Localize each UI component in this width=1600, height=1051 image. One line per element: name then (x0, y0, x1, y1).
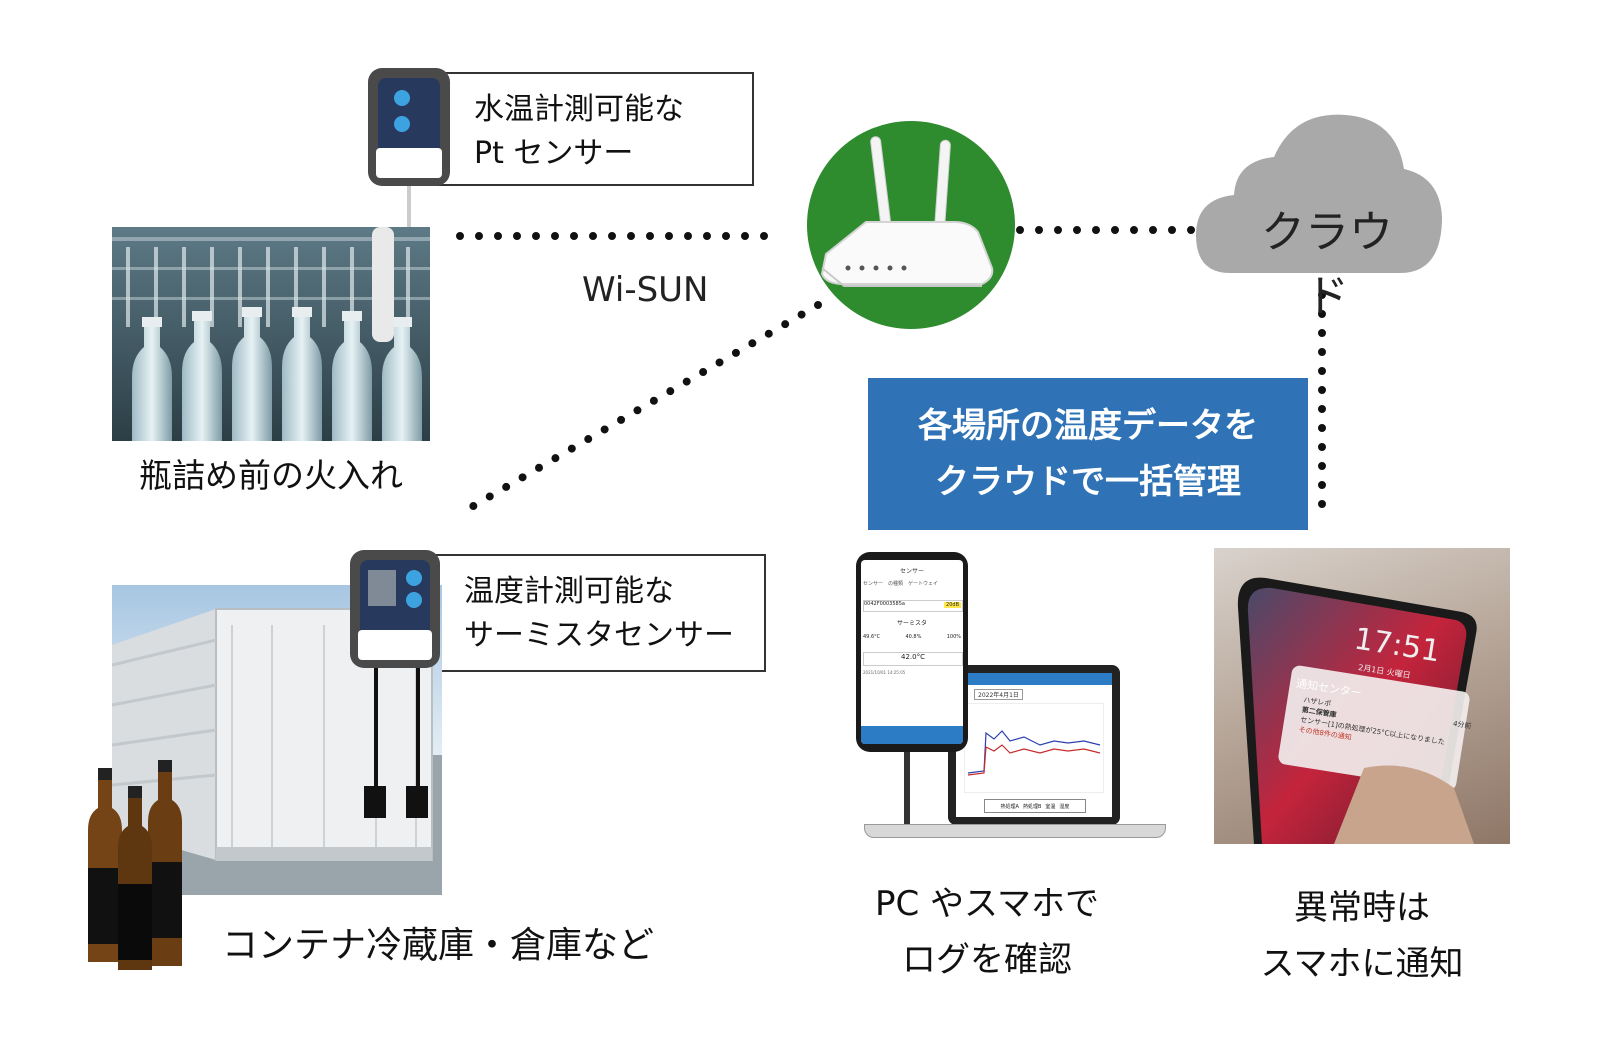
tab-sensor[interactable]: センサー (863, 581, 884, 587)
pc-caption-line1: PC やスマホで (874, 884, 1100, 924)
legend-item: 室温 (1045, 803, 1056, 810)
pt-sensor-callout: 水温計測可能な Pt センサー (432, 72, 754, 186)
thermistor-probe-1 (364, 786, 386, 818)
thermistor-wire-1 (374, 662, 378, 790)
timestamp: 2021/10/01 14:25:05 (863, 670, 906, 675)
laptop-graph (964, 703, 1104, 793)
thermistor-sensor-callout: 温度計測可能な サーミスタセンサー (420, 554, 766, 672)
banner-line1: 各場所の温度データを (918, 406, 1258, 446)
legend-item: 熱処理B (1022, 803, 1042, 810)
status-badge: 20dB (944, 602, 961, 608)
bottling-caption: 瓶詰め前の火入れ (139, 456, 403, 495)
pc-caption: PC やスマホで ログを確認 (842, 876, 1132, 988)
legend-item: 熱処理A (1000, 803, 1019, 810)
cloud-label: クラウド (1261, 207, 1393, 322)
pc-caption-line2: ログを確認 (902, 940, 1072, 980)
immersed-probe (372, 227, 394, 342)
router-icon (807, 121, 1015, 329)
tab-type[interactable]: の種類 (888, 581, 904, 587)
laptop-legend: 熱処理A 熱処理B 室温 湿度 (984, 799, 1086, 813)
pt-probe-wire (407, 186, 411, 256)
wisun-label: Wi-SUN (582, 270, 709, 310)
laptop-date: 2022年4月1日 (974, 689, 1023, 700)
alert-caption: 異常時は スマホに通知 (1214, 880, 1510, 992)
reading-humidity: 40.8% (905, 634, 922, 640)
pt-sensor-line2: Pt センサー (474, 136, 634, 171)
pt-sensor-device (368, 68, 450, 186)
phone-stand (904, 752, 910, 824)
container-caption: コンテナ冷蔵庫・倉庫など (222, 925, 655, 966)
section-title: サーミスタ (896, 620, 927, 627)
reading-battery: 100% (946, 634, 961, 640)
alert-caption-line2: スマホに通知 (1260, 944, 1464, 984)
phone-app-tabs: センサー の種類 ゲートウェイ (863, 580, 938, 587)
readings-row: 49.6°C 40.8% 100% (863, 634, 961, 640)
tab-gateway[interactable]: ゲートウェイ (908, 581, 939, 587)
sake-bottles-image (88, 760, 182, 970)
phone-app-bottom-bar (861, 726, 963, 744)
reading-temp: 49.6°C (863, 634, 881, 640)
temp-value-box: 42.0°C (863, 652, 963, 666)
cloud-icon (1196, 114, 1442, 274)
laptop-app-header (956, 673, 1112, 685)
cloud-management-banner: 各場所の温度データを クラウドで一括管理 (868, 378, 1308, 530)
alert-caption-line1: 異常時は (1294, 888, 1430, 928)
thermistor-line2: サーミスタセンサー (464, 618, 734, 653)
laptop-screen-bezel: 2022年4月1日 熱処理A 熱処理B 室温 湿度 (948, 665, 1120, 825)
laptop-base (864, 824, 1166, 838)
pt-sensor-line1: 水温計測可能な (474, 92, 684, 127)
thermistor-wire-2 (416, 662, 420, 790)
banner-line2: クラウドで一括管理 (935, 462, 1241, 502)
device-id-row: 0042F0003585a 20dB (863, 600, 963, 612)
legend-item: 湿度 (1059, 803, 1070, 810)
smartphone-app: センサー センサー の種類 ゲートウェイ 0042F0003585a 20dB … (856, 552, 968, 752)
phone-app-screen: センサー センサー の種類 ゲートウェイ 0042F0003585a 20dB … (861, 560, 963, 744)
bottling-line-image (112, 227, 430, 441)
wisun-link-container (454, 301, 822, 519)
device-id: 0042F0003585a (864, 601, 905, 607)
laptop-screen: 2022年4月1日 熱処理A 熱処理B 室温 湿度 (956, 673, 1112, 817)
thermistor-sensor-device (350, 550, 440, 668)
thermistor-probe-2 (406, 786, 428, 818)
phone-app-header: センサー (899, 568, 924, 575)
thermistor-line1: 温度計測可能な (464, 574, 674, 609)
